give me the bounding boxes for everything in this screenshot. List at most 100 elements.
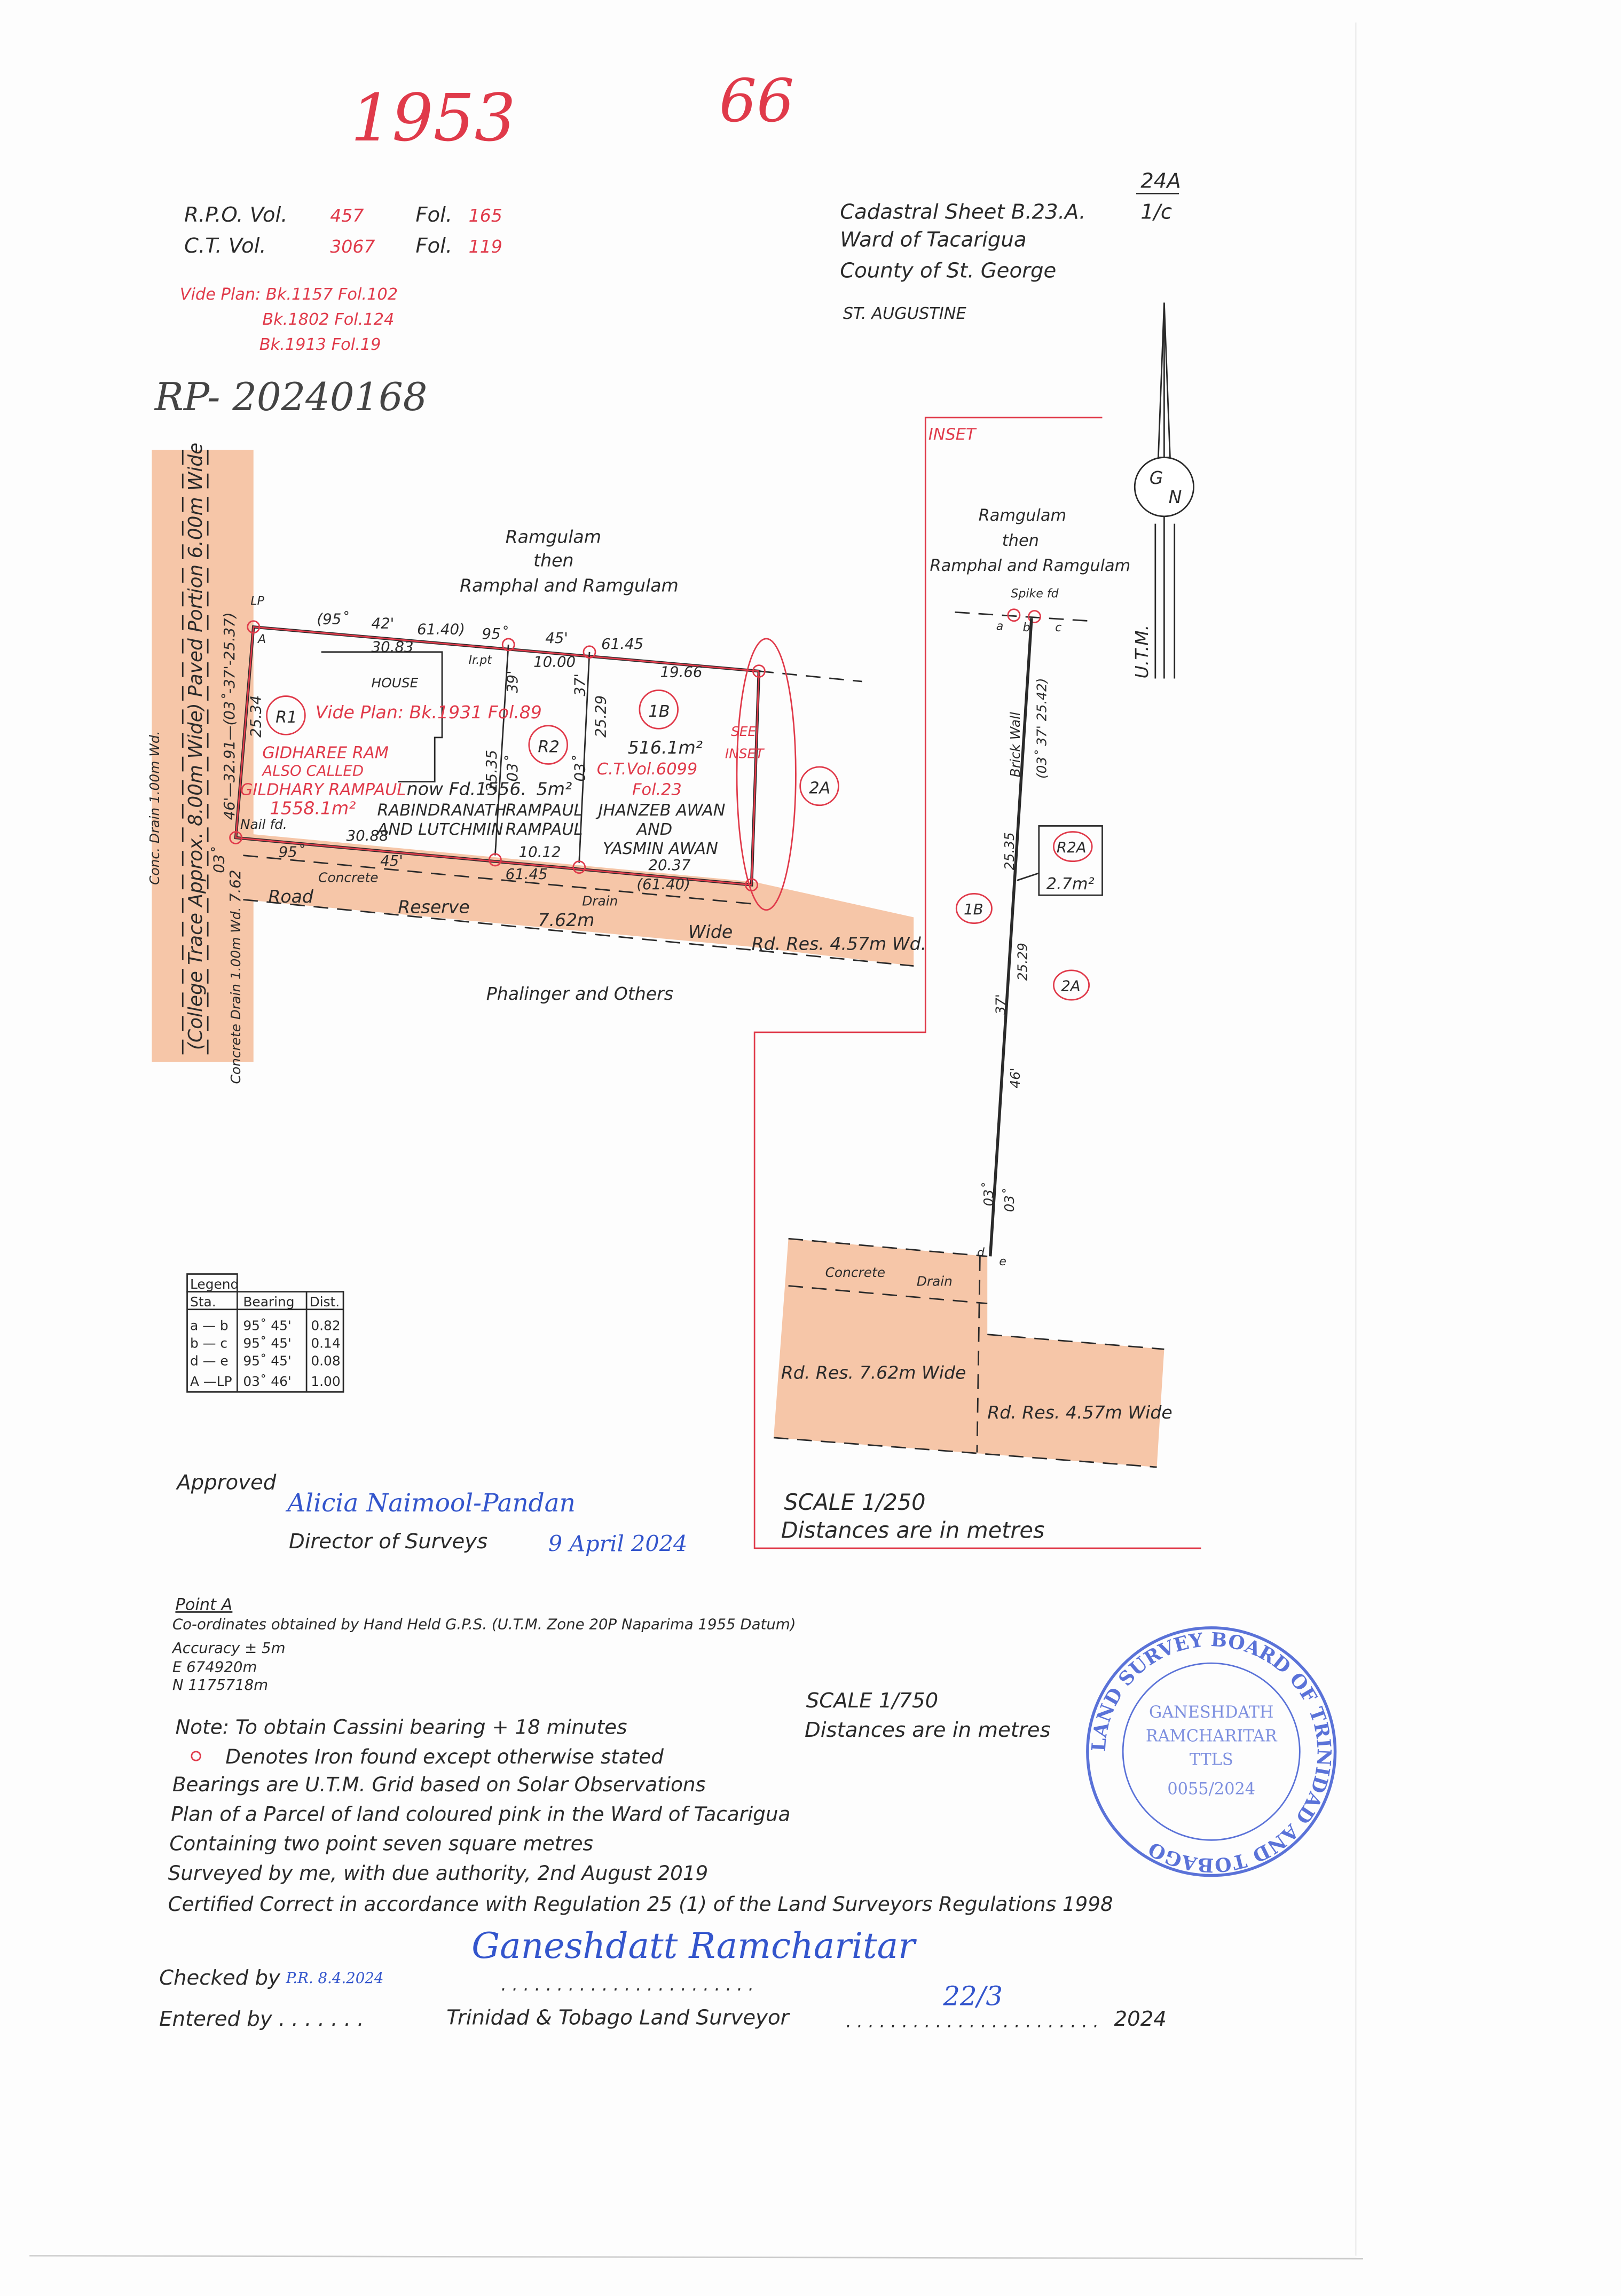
bearing: (95˚ bbox=[317, 610, 349, 628]
point-a-line: E 674920m bbox=[172, 1658, 257, 1676]
legend-header: Dist. bbox=[310, 1294, 340, 1310]
vide-plan-1: Vide Plan: Bk.1157 Fol.102 bbox=[180, 285, 398, 304]
bearing: 61.40) bbox=[417, 621, 465, 638]
north-owner: Ramphal and Ramgulam bbox=[460, 575, 679, 596]
inset-2a-label: 2A bbox=[1061, 977, 1080, 995]
r2a-leader bbox=[1016, 872, 1040, 881]
distance: 10.00 bbox=[533, 653, 576, 670]
road-label: Road bbox=[268, 886, 314, 907]
iron-markers bbox=[229, 620, 766, 892]
area-r2: 5m² bbox=[537, 778, 572, 799]
bearing: 46' bbox=[1008, 1068, 1023, 1088]
stamp-name: RAMCHARITAR bbox=[1146, 1727, 1278, 1745]
handwritten-date: 22/3 bbox=[942, 1980, 1003, 2011]
county: County of St. George bbox=[840, 259, 1056, 283]
inset-title: INSET bbox=[928, 425, 977, 444]
r2a-area: 2.7m² bbox=[1046, 875, 1095, 894]
inset-1b-circle bbox=[955, 893, 993, 924]
distance: 25.29 bbox=[592, 695, 609, 738]
rpo-fol: 165 bbox=[469, 205, 502, 226]
r1-circle bbox=[266, 695, 306, 735]
legend-cell: 95˚ 45' bbox=[243, 1318, 291, 1333]
cadastral-sheet: Cadastral Sheet B.23.A. bbox=[840, 200, 1085, 224]
inset-2a-circle bbox=[1053, 969, 1090, 1001]
distance: 7.62 bbox=[226, 870, 244, 903]
surveyor-signature: Ganeshdatt Ramcharitar bbox=[471, 1925, 917, 1966]
signature-line: . . . . . . . . . . . . . . . . . . . . … bbox=[501, 1974, 754, 1995]
legend-cell: 03˚ 46' bbox=[243, 1374, 291, 1389]
stamp-name: TTLS bbox=[1190, 1751, 1233, 1769]
ward: Ward of Tacarigua bbox=[840, 228, 1026, 252]
distance: 25.29 bbox=[1015, 943, 1030, 981]
plan-units: Distances are in metres bbox=[805, 1718, 1051, 1742]
distance: 30.88 bbox=[347, 827, 389, 844]
wall-bearing: (03˚ 37' 25.42) bbox=[1034, 678, 1050, 779]
bearing: 03˚ bbox=[210, 847, 228, 873]
north-owner: then bbox=[533, 550, 573, 571]
point-a-line: N 1175718m bbox=[172, 1676, 268, 1694]
legend-cell: a — b bbox=[190, 1318, 229, 1333]
page-edge bbox=[29, 2255, 1364, 2260]
distance: 25.35 bbox=[1002, 832, 1017, 870]
legend-cell: 0.08 bbox=[311, 1353, 340, 1369]
checked-initials: P.R. 8.4.2024 bbox=[285, 1969, 383, 1987]
r2a-box bbox=[1038, 825, 1103, 896]
owner-r2: RABINDRANATH bbox=[377, 801, 507, 820]
ct-1b: Fol.23 bbox=[632, 780, 682, 799]
owner-r2: AND LUTCHMIN bbox=[376, 820, 503, 839]
r2-label: R2 bbox=[538, 738, 559, 756]
header-right: 24A 1/c Cadastral Sheet B.23.A. Ward of … bbox=[840, 169, 1181, 323]
area-r1: 1558.1m² bbox=[270, 797, 356, 818]
bearing: 03˚ bbox=[571, 756, 589, 782]
owner-r1: GILDHARY RAMPAUL bbox=[240, 780, 406, 799]
handwritten-ref: RP- 20240168 bbox=[154, 374, 428, 419]
road-label: 7.62m bbox=[538, 910, 594, 930]
sheet-number: 24A bbox=[1140, 169, 1181, 193]
inset-drain: Drain bbox=[917, 1274, 953, 1289]
north-arrow: G N U.T.M. bbox=[1131, 302, 1194, 679]
point-a-label: A bbox=[257, 633, 266, 646]
note-line: Surveyed by me, with due authority, 2nd … bbox=[168, 1861, 709, 1885]
point-e: e bbox=[999, 1255, 1006, 1268]
r2a-label: R2A bbox=[1057, 839, 1087, 856]
note-line: Denotes Iron found except otherwise stat… bbox=[225, 1745, 664, 1768]
entered-by-label: Entered by . . . . . . . bbox=[159, 2007, 364, 2031]
legend-cell: d — e bbox=[190, 1353, 229, 1369]
director-label: Director of Surveys bbox=[289, 1530, 487, 1554]
iron-marker-legend-icon bbox=[191, 1751, 201, 1761]
iron-marker bbox=[1007, 608, 1021, 622]
legend-cell: A —LP bbox=[190, 1374, 232, 1389]
legend-cell: 95˚ 45' bbox=[243, 1353, 291, 1369]
land-survey-board-stamp: LAND SURVEY BOARD OF TRINIDAD AND TOBAGO… bbox=[1086, 1626, 1337, 1877]
inset-units: Distances are in metres bbox=[781, 1518, 1045, 1543]
college-trace-road bbox=[152, 450, 254, 1062]
stamp-name: GANESHDATH bbox=[1149, 1703, 1274, 1722]
see-inset: SEE bbox=[731, 724, 756, 739]
road-reserve bbox=[243, 833, 914, 966]
south-owner: Phalinger and Others bbox=[486, 983, 673, 1004]
inset-road-edge bbox=[773, 1437, 1157, 1468]
note-line: Bearings are U.T.M. Grid based on Solar … bbox=[172, 1773, 706, 1796]
bearing: 37' bbox=[571, 673, 589, 696]
point-a: a bbox=[996, 620, 1004, 633]
boundary-ext bbox=[759, 670, 862, 683]
college-trace-label: (College Trace Approx. 8.00m Wide) Paved… bbox=[185, 443, 207, 1050]
distance: 25.35 bbox=[483, 750, 500, 792]
inset-road-edge bbox=[987, 1334, 1164, 1350]
road-edge bbox=[243, 899, 914, 967]
house-outline bbox=[321, 651, 443, 783]
point-a-line: Accuracy ± 5m bbox=[171, 1639, 286, 1657]
date-line: . . . . . . . . . . . . . . . . . . . . … bbox=[846, 2011, 1099, 2032]
road-label: Wide bbox=[688, 921, 733, 942]
vide-plan-label: Vide Plan: Bk.1931 Fol.89 bbox=[316, 702, 542, 723]
inset-north-owner: Ramphal and Ramgulam bbox=[930, 557, 1131, 575]
rpo-fol-label: Fol. bbox=[415, 203, 452, 227]
legend-title: Legend bbox=[190, 1276, 239, 1292]
owner-r2: RAMPAUL bbox=[506, 801, 583, 820]
director-signature: Alicia Naimool-Pandan bbox=[285, 1488, 576, 1518]
drain-label: Conc. Drain 1.00m Wd. bbox=[147, 731, 162, 885]
road-label: Reserve bbox=[398, 896, 470, 917]
inset-road-edge bbox=[788, 1237, 988, 1257]
